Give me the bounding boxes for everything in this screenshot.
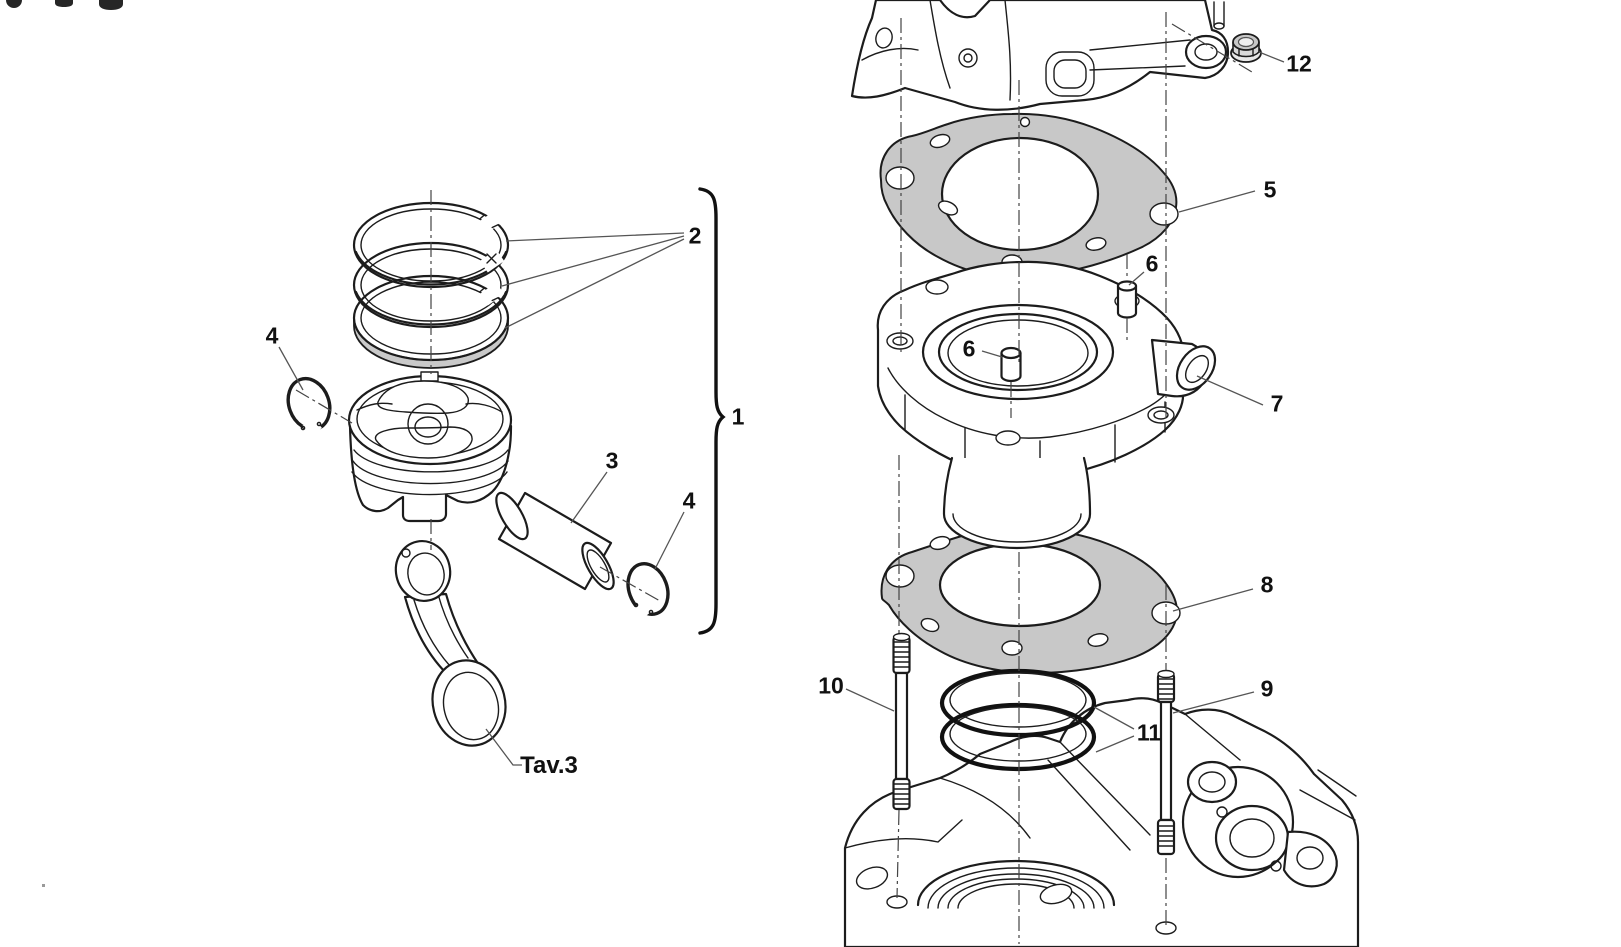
circlip-right — [626, 562, 670, 621]
crankcase — [843, 697, 1360, 947]
callout-6-lower: 6 — [962, 335, 976, 362]
callout-4-right: 4 — [682, 487, 696, 514]
connecting-rod — [394, 540, 507, 747]
dowel-pin-lower — [1000, 346, 1022, 383]
cylinder — [876, 260, 1217, 550]
callout-2: 2 — [688, 222, 702, 249]
piston-pin — [495, 491, 615, 591]
callout-8: 8 — [1260, 571, 1274, 598]
corner-marks — [6, 0, 123, 887]
leader-lines — [278, 51, 1285, 766]
callout-3: 3 — [605, 447, 619, 474]
head-gasket — [879, 112, 1179, 279]
piston — [347, 371, 513, 523]
callout-6-upper: 6 — [1145, 250, 1159, 277]
cylinder-head — [850, 0, 1230, 111]
circlip-left — [286, 376, 332, 437]
base-gasket — [880, 527, 1181, 674]
callout-1: 1 — [731, 403, 745, 430]
callout-11: 11 — [1136, 719, 1162, 746]
flange-nut — [1230, 33, 1262, 63]
callout-12: 12 — [1286, 50, 1312, 77]
group-brace — [698, 187, 726, 635]
callout-10: 10 — [818, 672, 844, 699]
stray-dot — [42, 884, 45, 887]
stud-right — [1156, 669, 1176, 856]
callout-5: 5 — [1263, 176, 1277, 203]
callout-tav3-reference[interactable]: Tav.3 — [520, 752, 578, 779]
callout-7: 7 — [1270, 390, 1284, 417]
callout-4-left: 4 — [265, 322, 279, 349]
stud-left — [892, 632, 911, 811]
centerlines — [295, 12, 1253, 944]
o-rings — [939, 668, 1097, 772]
dowel-pin-upper — [1116, 280, 1138, 319]
callout-9: 9 — [1260, 675, 1274, 702]
